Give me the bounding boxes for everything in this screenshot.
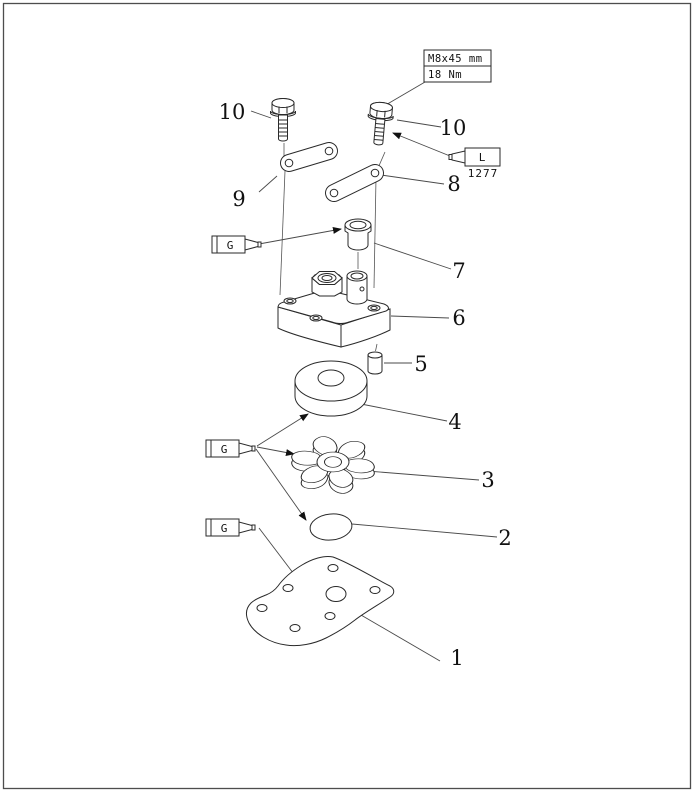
leader-grease-mid-to-2 [255,448,307,521]
leader-torque-callout [383,81,426,107]
part-label-6: 6 [452,306,465,330]
leader-lines [250,81,498,662]
grease-label: G [221,522,228,535]
part-1-gasket-plate [246,556,395,647]
leader-2 [351,523,498,538]
leader-grease-mid-to-4 [256,413,309,447]
grease-tube-icon-bottom: G [205,518,256,537]
leader-grease-top [258,226,342,245]
leader-9 [258,175,278,193]
part-label-3: 3 [481,468,494,492]
leader-7 [373,242,452,270]
part-10-bolt-left [270,98,296,142]
part-7-bushing [344,218,372,251]
leader-grease-mid-to-3 [256,446,295,456]
grease-label: G [227,239,234,252]
torque-spec-size: M8x45 mm [428,53,483,65]
part-label-1: 1 [450,646,463,670]
grease-tube-icon-middle: G [205,439,256,458]
torque-spec-value: 18 Nm [428,69,462,81]
leader-8 [380,174,445,185]
part-4-spacer-disc [294,360,368,417]
part-label-7: 7 [452,259,465,283]
grease-tube-icon-top: G [211,235,262,254]
leader-1 [360,614,441,662]
part-label-10-left: 10 [219,100,246,124]
torque-spec-callout: M8x45 mm 18 Nm [423,49,492,83]
leader-adhesive [392,132,451,157]
part-label-5: 5 [414,352,427,376]
part-number-labels: 10 10 9 8 7 6 5 4 3 2 1 [219,100,512,670]
grease-label: G [221,443,228,456]
part-10-bolt-right [367,101,394,146]
adhesive-tube-icon: L [448,147,501,167]
part-8-link-plate [325,164,384,202]
part-label-2: 2 [498,526,511,550]
part-label-9: 9 [232,187,245,211]
part-label-4: 4 [448,410,461,434]
part-9-link-plate [280,142,338,172]
part-label-10-right: 10 [440,116,467,140]
adhesive-label: L [479,151,486,164]
part-label-8: 8 [447,172,460,196]
leader-3 [366,470,480,481]
leader-4 [355,402,448,422]
leader-10-left [250,110,272,119]
part-5-pin [367,351,383,375]
part-2-oring [309,513,353,541]
part-6-pump-housing [277,270,391,348]
part-3-impeller [291,436,375,494]
leader-10-right [396,119,442,128]
adhesive-code: 1277 [468,167,499,180]
leader-6 [390,315,450,319]
